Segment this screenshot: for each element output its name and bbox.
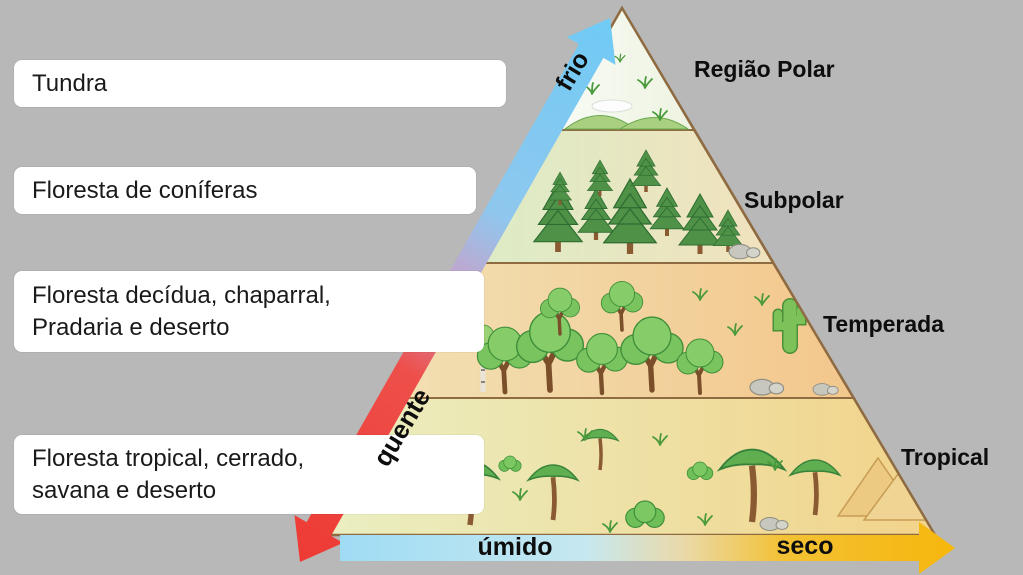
- biome-label: Floresta tropical, cerrado, savana e des…: [32, 445, 305, 504]
- zone-label-temperate: Temperada: [823, 311, 945, 337]
- biome-label-card: Floresta de coníferas: [14, 167, 476, 214]
- snow-patch-icon: [591, 99, 633, 113]
- biome-label-card: Floresta decídua, chaparral, Pradaria e …: [14, 271, 484, 352]
- zone-label-polar: Região Polar: [694, 56, 835, 82]
- biome-label: Floresta de coníferas: [32, 176, 258, 204]
- humidity-arrow: [340, 522, 955, 574]
- zone-label-tropical: Tropical: [901, 444, 990, 470]
- humid-label: úmido: [477, 533, 553, 561]
- biome-label-card: Floresta tropical, cerrado, savana e des…: [14, 435, 484, 514]
- biome-label: Tundra: [32, 69, 108, 97]
- zone-label-subpolar: Subpolar: [744, 187, 844, 213]
- pyramid-scenery: [405, 53, 935, 533]
- biome-label: Floresta decídua, chaparral, Pradaria e …: [32, 282, 331, 341]
- dry-label: seco: [776, 532, 834, 560]
- biome-label-card: Tundra: [14, 60, 506, 107]
